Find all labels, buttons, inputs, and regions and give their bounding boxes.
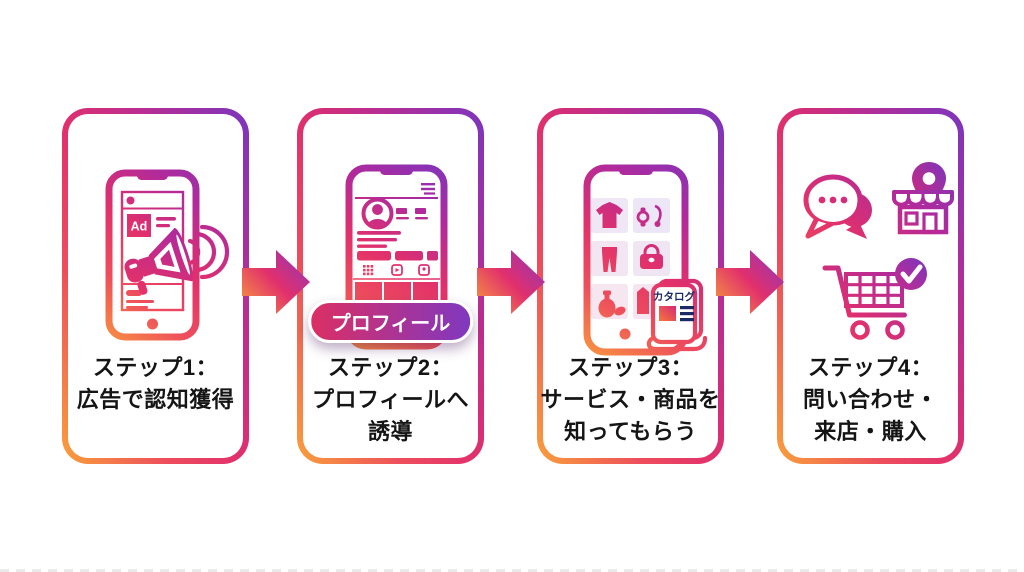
step-1-title-line-2: 広告で認知獲得	[76, 387, 235, 412]
tagged-tab-icon	[418, 264, 430, 276]
store-icon	[892, 190, 954, 235]
bottom-dashed-line	[0, 569, 1024, 572]
chat-dots	[818, 196, 848, 204]
avatar-icon	[361, 197, 394, 230]
step-card-4: ステップ4： 問い合わせ・ 来店・購入	[777, 108, 964, 464]
step-2-title-line-1: ステップ2：	[327, 355, 454, 380]
arrow-right-icon-3	[716, 250, 784, 314]
step-4-title-line-1: ステップ4：	[807, 355, 934, 380]
phone-ad-illustration: Ad	[105, 169, 230, 341]
cart-wheel-right	[885, 320, 905, 340]
ad-badge: Ad	[127, 214, 151, 237]
reels-tab-icon	[391, 264, 403, 276]
step-2-title-line-2: プロフィールへ	[311, 387, 470, 412]
profile-tabs	[363, 264, 430, 276]
cart-wheel-left	[850, 320, 870, 340]
phone-notch	[137, 171, 168, 180]
step-4-title-line-2: 問い合わせ・	[802, 387, 938, 412]
step-card-1: Ad	[62, 108, 249, 464]
phone-notch	[380, 166, 413, 175]
home-button-dot	[619, 328, 631, 340]
pants-icon	[602, 247, 617, 272]
phone-products-illustration: カタログ	[583, 164, 708, 356]
perfume-icon	[598, 290, 626, 318]
arrow-right-icon-2	[477, 250, 545, 314]
catalog-text-lines	[680, 306, 694, 322]
conversion-icons-illustration	[803, 162, 954, 340]
jewelry-icon	[636, 204, 662, 227]
menu-icon	[421, 183, 435, 195]
profile-badge: プロフィール	[307, 300, 474, 343]
post-avatar-dot	[126, 196, 135, 205]
handbag-icon	[640, 244, 663, 269]
profile-stats	[396, 208, 428, 220]
catalog-image-placeholder	[659, 306, 676, 321]
grid-tab-icon	[363, 265, 374, 276]
step-card-4-body: ステップ4： 問い合わせ・ 来店・購入	[783, 114, 958, 458]
home-button-dot	[147, 318, 158, 330]
step-3-title-line-1: ステップ3：	[567, 355, 694, 380]
catalog-label: カタログ	[653, 290, 695, 303]
step-1-title: ステップ1： 広告で認知獲得	[60, 352, 251, 416]
step-card-2: プロフィール ステップ2： プロフィールへ 誘導	[297, 108, 484, 464]
store-door	[922, 212, 938, 235]
tshirt-icon	[596, 202, 623, 228]
step-2-title-line-3: 誘導	[367, 419, 413, 444]
store-window	[904, 211, 919, 226]
step-1-title-line-1: ステップ1：	[92, 355, 219, 380]
step-card-3: カタログ ステップ3： サービス・商品を 知ってもらう	[537, 108, 724, 464]
chat-bubbles-icon	[803, 174, 872, 239]
step-card-1-body: Ad	[68, 114, 243, 458]
cart-basket-grid	[844, 272, 904, 308]
step-4-title: ステップ4： 問い合わせ・ 来店・購入	[775, 352, 966, 448]
step-card-2-body: プロフィール ステップ2： プロフィールへ 誘導	[303, 114, 478, 458]
arrow-right-icon-1	[242, 250, 310, 314]
sound-waves-icon	[187, 224, 230, 280]
carton-icon	[637, 287, 649, 314]
step-3-title: ステップ3： サービス・商品を 知ってもらう	[535, 352, 726, 448]
bio-lines	[357, 231, 401, 248]
step-card-3-body: カタログ ステップ3： サービス・商品を 知ってもらう	[540, 114, 720, 458]
profile-buttons	[357, 251, 438, 261]
cart-icon	[822, 258, 927, 340]
step-4-title-line-3: 来店・購入	[814, 419, 927, 444]
megaphone-icon	[124, 227, 194, 295]
ad-label: Ad	[131, 220, 148, 234]
check-badge-icon	[895, 258, 927, 290]
step-2-title: ステップ2： プロフィールへ 誘導	[295, 352, 486, 448]
step-3-title-line-2: サービス・商品を	[540, 387, 721, 412]
step-3-title-line-3: 知ってもらう	[564, 419, 697, 444]
phone-notch	[619, 166, 653, 175]
catalog-icon: カタログ	[646, 278, 708, 352]
